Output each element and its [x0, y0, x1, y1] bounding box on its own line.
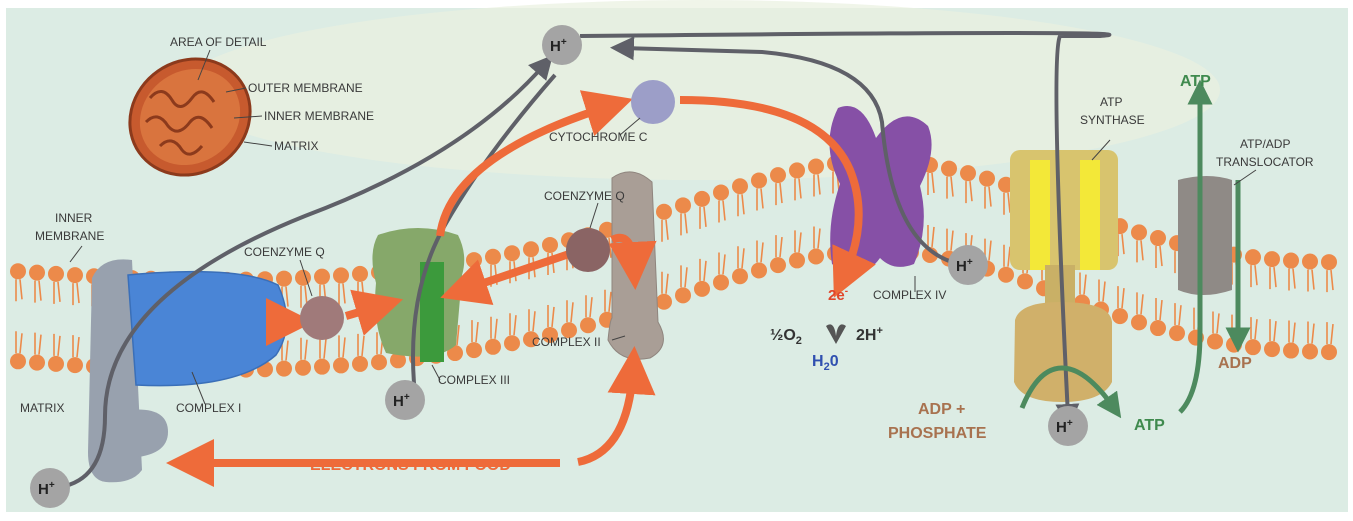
lipid-head	[1245, 249, 1261, 265]
lipid-head	[485, 249, 501, 265]
lipid-head	[314, 359, 330, 375]
translocator-label-line1: ATP/ADP	[1240, 137, 1290, 151]
lipid-head	[941, 161, 957, 177]
lipid-head	[485, 339, 501, 355]
cytochrome-c-label: CYTOCHROME C	[549, 130, 648, 144]
lipid-head	[713, 274, 729, 290]
matrix-label: MATRIX	[20, 401, 64, 415]
lipid-head	[333, 357, 349, 373]
lipid-head	[1321, 344, 1337, 360]
lipid-head	[732, 178, 748, 194]
lipid-head	[979, 171, 995, 187]
lipid-head	[276, 271, 292, 287]
lipid-head	[466, 252, 482, 268]
lipid-head	[1112, 308, 1128, 324]
atp-top-label: ATP	[1180, 73, 1211, 90]
lipid-head	[504, 335, 520, 351]
coenzyme-q-left-label: COENZYME Q	[244, 245, 325, 259]
lipid-head	[1150, 230, 1166, 246]
lipid-head	[523, 241, 539, 257]
lipid-head	[694, 191, 710, 207]
lipid-head	[295, 360, 311, 376]
outer-membrane-label: OUTER MEMBRANE	[248, 81, 363, 95]
lipid-head	[1264, 251, 1280, 267]
inner-membrane-label-line2: MEMBRANE	[35, 229, 104, 243]
lipid-head	[751, 262, 767, 278]
lipid-head	[770, 167, 786, 183]
lipid-head	[314, 269, 330, 285]
lipid-head	[789, 252, 805, 268]
lipid-head	[48, 356, 64, 372]
atp-adp-translocator	[1178, 176, 1232, 295]
coenzyme-q-right-label: COENZYME Q	[544, 189, 625, 203]
lipid-head	[1017, 273, 1033, 289]
lipid-head	[67, 267, 83, 283]
lipid-head	[656, 294, 672, 310]
lipid-head	[789, 162, 805, 178]
lipid-head	[352, 266, 368, 282]
translocator-label-line2: TRANSLOCATOR	[1216, 155, 1314, 169]
lipid-head	[29, 265, 45, 281]
lipid-head	[1169, 325, 1185, 341]
lipid-head	[48, 266, 64, 282]
lipid-head	[1131, 224, 1147, 240]
lipid-head	[808, 249, 824, 265]
lipid-head	[751, 172, 767, 188]
adp-label: ADP	[1218, 355, 1252, 372]
lipid-head	[1302, 254, 1318, 270]
matrix-mito-label: MATRIX	[274, 139, 318, 153]
lipid-head	[10, 353, 26, 369]
lipid-head	[295, 270, 311, 286]
lipid-head	[371, 354, 387, 370]
complex-i-label: COMPLEX I	[176, 401, 241, 415]
area-of-detail-label: AREA OF DETAIL	[170, 35, 267, 49]
atp-synthase-label-line2: SYNTHASE	[1080, 113, 1145, 127]
complex-ii-label: COMPLEX II	[532, 335, 601, 349]
lipid-head	[675, 197, 691, 213]
lipid-head	[808, 159, 824, 175]
lipid-head	[998, 267, 1014, 283]
lipid-head	[713, 184, 729, 200]
lipid-head	[10, 263, 26, 279]
inner-membrane-label-line1: INNER	[55, 211, 93, 225]
lipid-head	[276, 361, 292, 377]
lipid-head	[1207, 333, 1223, 349]
lipid-head	[1302, 344, 1318, 360]
lipid-head	[542, 237, 558, 253]
lipid-head	[1283, 343, 1299, 359]
lipid-head	[656, 204, 672, 220]
lipid-head	[1131, 314, 1147, 330]
cytochrome-c	[631, 80, 675, 124]
lipid-head	[29, 355, 45, 371]
adp-plus-label: ADP +	[918, 401, 965, 418]
electrons-from-food-label: ELECTRONS FROM FOOD	[310, 457, 511, 474]
lipid-head	[1245, 339, 1261, 355]
lipid-head	[466, 342, 482, 358]
complex-iv-label: COMPLEX IV	[873, 288, 946, 302]
lipid-head	[1321, 254, 1337, 270]
lipid-head	[580, 317, 596, 333]
lipid-head	[675, 287, 691, 303]
atp-output-label: ATP	[1134, 417, 1165, 434]
phosphate-label: PHOSPHATE	[888, 425, 987, 442]
coenzyme-q-left	[300, 296, 344, 340]
lipid-head	[770, 257, 786, 273]
inner-membrane-mito-label: INNER MEMBRANE	[264, 109, 374, 123]
lipid-head	[352, 356, 368, 372]
lipid-head	[960, 165, 976, 181]
coenzyme-q-right	[566, 228, 610, 272]
lipid-head	[694, 281, 710, 297]
lipid-head	[1264, 341, 1280, 357]
lipid-head	[1283, 253, 1299, 269]
complex-iii-label: COMPLEX III	[438, 373, 510, 387]
lipid-head	[67, 357, 83, 373]
atp-synthase-label-line1: ATP	[1100, 95, 1122, 109]
lipid-head	[504, 245, 520, 261]
lipid-head	[333, 267, 349, 283]
lipid-head	[732, 268, 748, 284]
lipid-head	[1150, 320, 1166, 336]
